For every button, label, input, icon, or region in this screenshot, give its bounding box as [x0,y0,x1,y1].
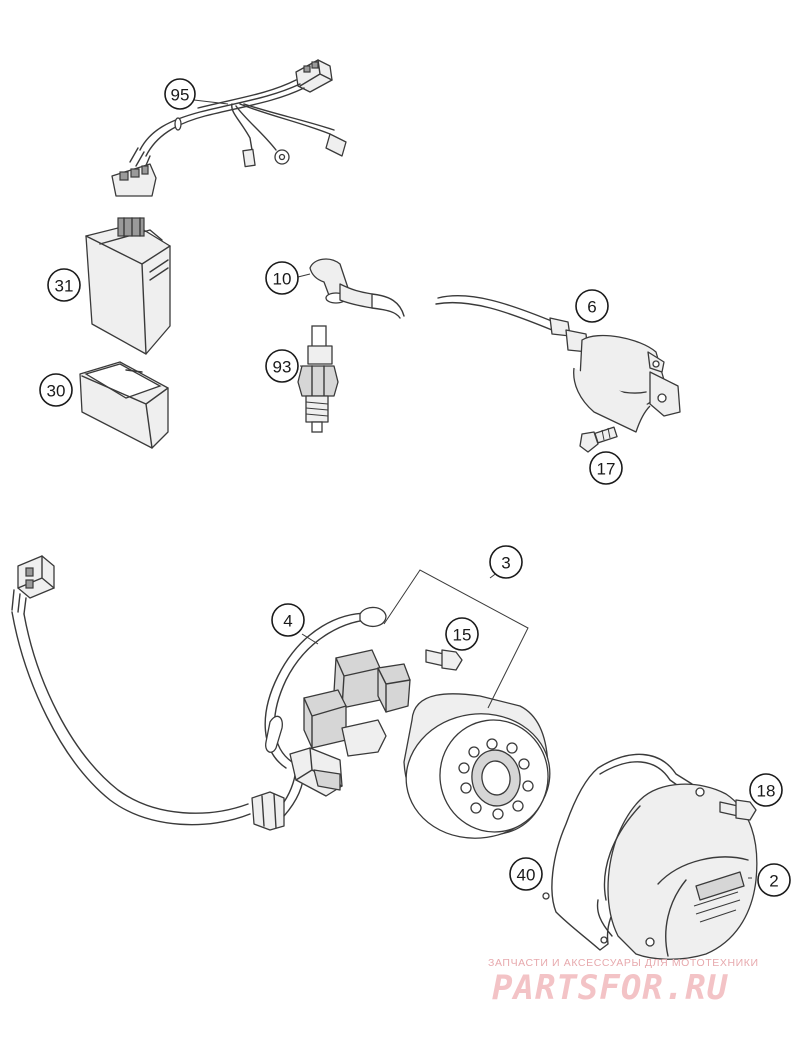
callout-95: 95 [164,78,196,110]
callout-label: 2 [769,872,778,891]
stator [264,606,411,797]
callout-17: 17 [589,451,623,485]
ignition-lead [371,293,555,331]
callout-label: 15 [453,626,472,645]
callout-31: 31 [47,268,81,302]
callout-18: 18 [749,773,783,807]
callout-93: 93 [265,349,299,383]
spark-plug-cap [309,258,373,309]
callout-label: 3 [501,554,510,573]
callout-2: 2 [757,863,791,897]
callout-label: 40 [517,866,536,885]
watermark-logo: PARTSFOR.RU [492,968,729,1008]
callout-30: 30 [39,373,73,407]
stator-cable [11,555,305,831]
callout-label: 31 [55,277,74,296]
callout-4: 4 [271,603,305,637]
cover-screw [719,799,757,821]
callout-3: 3 [489,545,523,579]
callout-label: 10 [273,270,292,289]
callout-15: 15 [445,617,479,651]
stator-screw [425,649,463,671]
spark-plug [297,325,339,433]
callout-label: 95 [171,86,190,105]
cdi-unit [85,217,171,355]
coil-screw [579,426,618,453]
wiring-harness [111,59,347,197]
callout-label: 6 [587,298,596,317]
flywheel [403,693,551,839]
callout-6: 6 [575,289,609,323]
callout-label: 18 [757,782,776,801]
callout-40: 40 [509,857,543,891]
callout-label: 30 [47,382,66,401]
callout-label: 17 [597,460,616,479]
cover-emblem [693,871,745,923]
callout-10: 10 [265,261,299,295]
ignition-coil [549,317,681,433]
callout-label: 93 [273,358,292,377]
watermark-tagline: ЗАПЧАСТИ И АКСЕССУАРЫ ДЛЯ МОТОТЕХНИКИ [488,957,759,969]
callout-label: 4 [283,612,292,631]
cdi-rubber-sleeve [79,361,169,449]
